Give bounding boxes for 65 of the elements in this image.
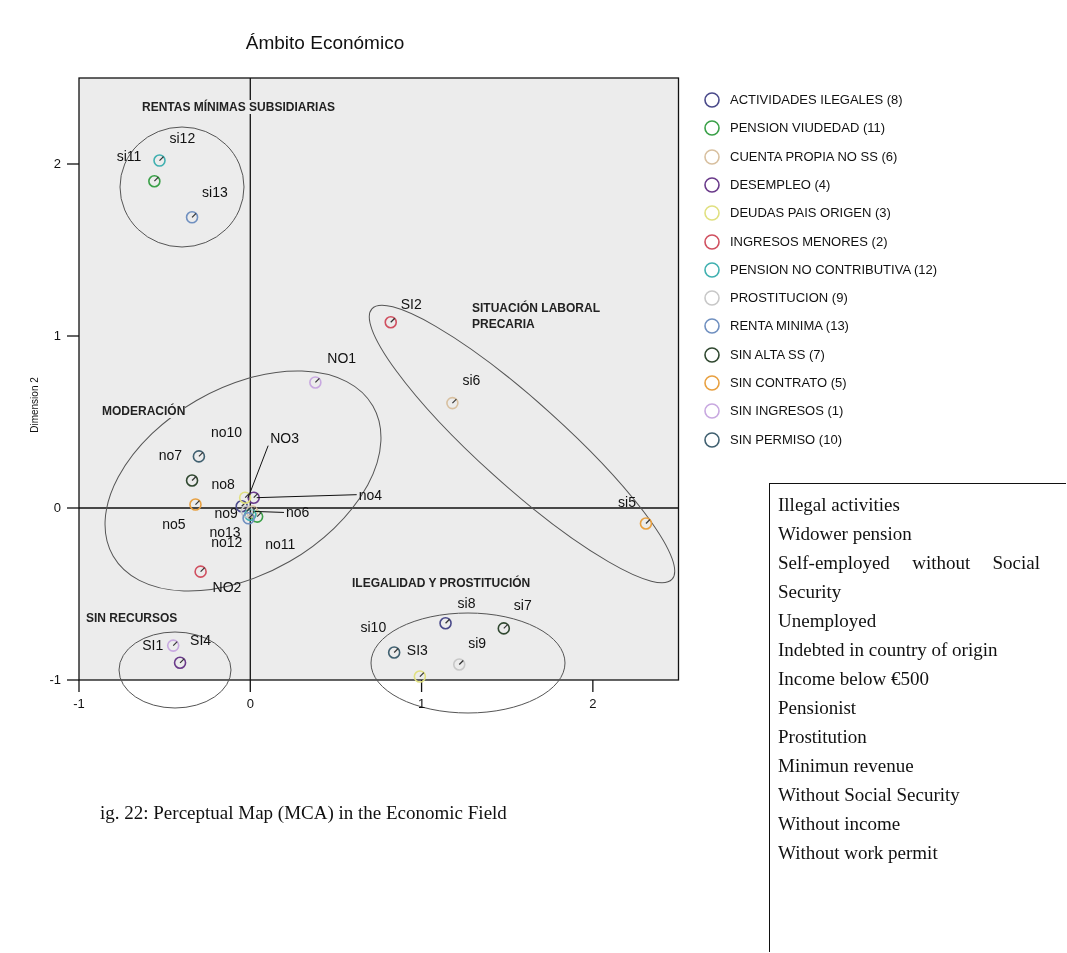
point-label: si5 <box>618 495 636 510</box>
list-item: Pensionist <box>778 696 858 720</box>
point-label: NO1 <box>327 351 357 366</box>
legend-label: PROSTITUCION (9) <box>730 290 848 306</box>
point-label: no5 <box>162 516 186 531</box>
list-item: Without Social Security <box>778 783 961 807</box>
list-item: Self-employed without Social Security <box>778 551 1040 604</box>
legend-label: ACTIVIDADES ILEGALES (8) <box>730 92 903 107</box>
list-item: Without work permit <box>778 841 939 865</box>
cluster-label: MODERACIÓN <box>102 404 186 418</box>
legend-label: SIN INGRESOS (1) <box>730 403 844 419</box>
legend-label: PENSION VIUDEDAD (11) <box>730 120 886 136</box>
list-item: Income below €500 <box>778 667 930 691</box>
tick-label: -1 <box>49 672 61 687</box>
point-label: si10 <box>360 620 387 635</box>
point-label: si8 <box>457 596 476 611</box>
point-label: SI2 <box>400 297 422 312</box>
point-label: no4 <box>358 487 383 502</box>
point-label: si9 <box>468 635 487 650</box>
point-label: SI4 <box>190 632 212 647</box>
cluster-label: RENTAS MÍNIMAS SUBSIDIARIAS <box>142 100 336 114</box>
point-label: SI1 <box>142 637 164 652</box>
legend-label: INGRESOS MENORES (2) <box>730 233 888 249</box>
legend-label: SIN CONTRATO (5) <box>730 375 847 390</box>
legend-label: DEUDAS PAIS ORIGEN (3) <box>730 205 891 221</box>
point-label: no6 <box>286 505 310 520</box>
list-item: Unemployed <box>778 609 878 633</box>
tick-label: 1 <box>53 328 61 343</box>
point-label: NO3 <box>270 430 299 445</box>
cluster-label: SIN RECURSOS <box>86 611 178 625</box>
legend-label: CUENTA PROPIA NO SS (6) <box>730 148 898 164</box>
list-item: Indebted in country of origin <box>778 638 999 662</box>
axis-title: Dimension 2 <box>28 377 40 433</box>
point-label: NO2 <box>212 579 242 594</box>
point-label: no9 <box>214 506 238 521</box>
point-label: no7 <box>158 448 183 463</box>
point-label: si12 <box>169 130 196 145</box>
point-label: no8 <box>211 477 235 492</box>
legend-label: RENTA MINIMA (13) <box>730 318 849 334</box>
cluster-label: ILEGALIDAD Y PROSTITUCIÓN <box>352 576 531 590</box>
legend-label: PENSION NO CONTRIBUTIVA (12) <box>730 261 938 277</box>
point-label: SI3 <box>406 642 428 657</box>
point-label: si7 <box>513 598 532 613</box>
list-item: Minimun revenue <box>778 754 915 778</box>
list-item: Illegal activities <box>778 493 901 517</box>
point-label: si6 <box>462 373 481 388</box>
tick-label: 0 <box>245 696 255 711</box>
caption: ig. 22: Perceptual Map (MCA) in the Economic Field <box>100 802 507 824</box>
list-item: Prostitution <box>778 725 868 749</box>
tick-label: 2 <box>53 156 61 171</box>
list-item: Without income <box>778 812 902 836</box>
list-item: Widower pension <box>778 522 913 546</box>
title: Ámbito Económico <box>244 32 406 54</box>
tick-label: 0 <box>53 500 61 515</box>
point-label: no10 <box>210 425 243 440</box>
point-label: si13 <box>202 185 228 200</box>
legend-label: SIN ALTA SS (7) <box>730 346 825 362</box>
legend-label: DESEMPLEO (4) <box>730 176 831 192</box>
tick-label: 2 <box>588 696 598 711</box>
text-box <box>769 483 1066 952</box>
point-label: no11 <box>265 536 296 551</box>
tick-label: 1 <box>416 696 427 711</box>
point-label: si11 <box>116 149 142 164</box>
legend-label: SIN PERMISO (10) <box>730 431 842 447</box>
tick-label: -1 <box>72 696 86 711</box>
